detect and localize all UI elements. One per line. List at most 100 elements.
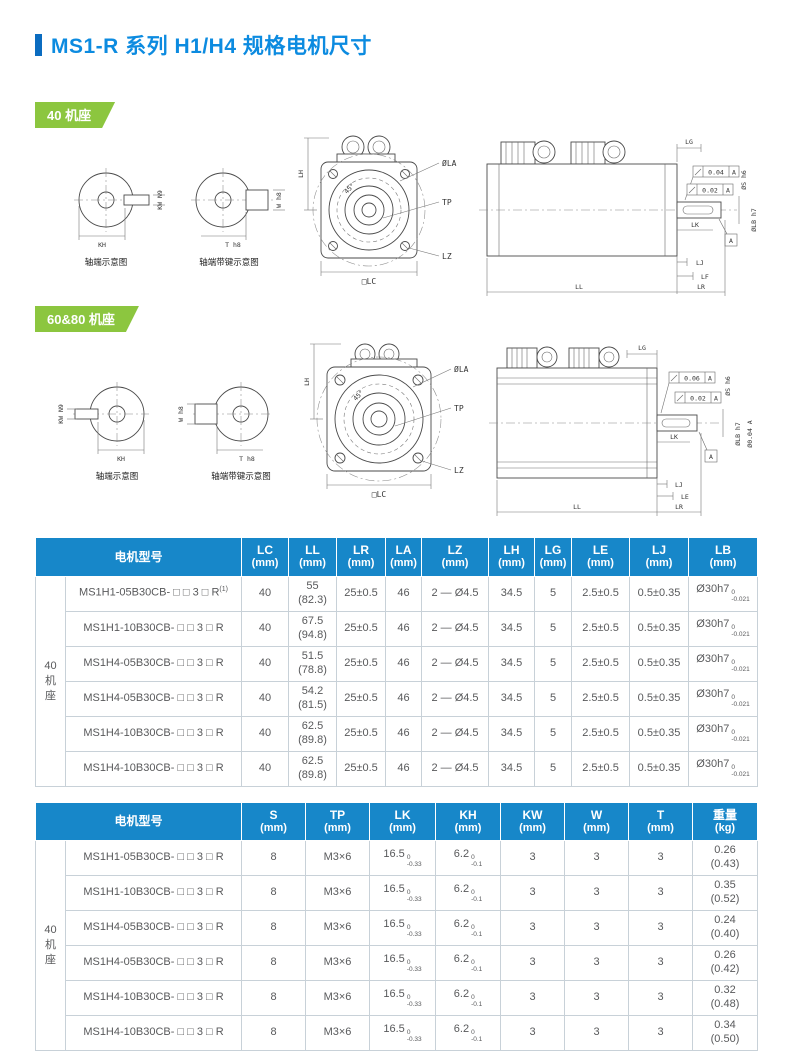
value-cell-LL: 54.2 (81.5): [288, 680, 338, 717]
side-view-40: LG 0.04 A 0.02 A: [479, 138, 757, 296]
column-header-LC: LC(mm): [241, 537, 290, 577]
value-cell-LE: 2.5±0.5: [571, 610, 631, 647]
value-cell-LA: 46: [385, 715, 423, 752]
model-cell: MS1H1-05B30CB- □ □ 3 □ R: [64, 840, 243, 877]
value-cell-LG: 5: [534, 610, 573, 647]
tolerance-stack: 0-0.021: [731, 764, 750, 779]
model-cell: MS1H4-10B30CB- □ □ 3 □ R: [64, 715, 243, 752]
svg-text:0.06: 0.06: [684, 375, 700, 383]
value-cell-LG: 5: [534, 645, 573, 682]
dim-label-t-2: T h8: [239, 455, 255, 463]
value-cell-重量: 0.26 (0.42): [692, 945, 759, 982]
value-cell-T: 3: [628, 980, 694, 1017]
shaft-key-caption: 轴端带键示意图: [199, 257, 259, 268]
value-cell-LG: 5: [534, 715, 573, 752]
value-cell-重量: 0.32 (0.48): [692, 980, 759, 1017]
column-header-LA: LA(mm): [385, 537, 423, 577]
dim-label-tp: TP: [442, 198, 452, 207]
svg-text:A: A: [709, 453, 713, 461]
tolerance-box-002-2: 0.02 A: [674, 391, 722, 404]
column-header-S: S(mm): [241, 801, 307, 842]
column-header-LH: LH(mm): [488, 537, 536, 577]
value-cell-LR: 25±0.5: [336, 610, 387, 647]
value-cell-LA: 46: [385, 645, 423, 682]
tolerance-stack: 0-0.33: [406, 958, 422, 973]
value-cell-LH: 34.5: [488, 575, 536, 612]
value-cell-W: 3: [564, 875, 630, 912]
dim-label-t: T h8: [225, 241, 241, 249]
dim-label-la: ØLA: [442, 158, 457, 168]
dim-label-lc-2: □LC: [372, 490, 387, 499]
tolerance-stack: 0-0.1: [471, 888, 483, 903]
drawings-6080-frame: KW N9 KH 轴端示意图 W h8 T h8 轴端带键示意: [35, 336, 757, 522]
dim-label-w: W h8: [275, 192, 283, 208]
value-cell-重量: 0.34 (0.50): [692, 1015, 759, 1052]
value-cell-LC: 40: [241, 575, 290, 612]
value-cell-KW: 3: [500, 945, 566, 982]
tolerance-stack: 0-0.33: [406, 888, 422, 903]
value-cell-LJ: 0.5±0.35: [629, 715, 690, 752]
value-cell-LG: 5: [534, 750, 573, 787]
shaft-key-view-6080: W h8 T h8 轴端带键示意图: [177, 382, 273, 482]
dim-label-kw-2: KW N9: [57, 404, 65, 424]
section-badge-40: 40 机座: [35, 102, 115, 128]
value-cell-重量: 0.35 (0.52): [692, 875, 759, 912]
value-cell-KW: 3: [500, 840, 566, 877]
tolerance-stack: 0-0.33: [406, 1028, 422, 1043]
dim-label-lb: ØLB h7: [750, 208, 757, 232]
value-cell-LL: 62.5 (89.8): [288, 715, 338, 752]
model-cell: MS1H4-05B30CB- □ □ 3 □ R: [64, 945, 243, 982]
model-cell: MS1H4-05B30CB- □ □ 3 □ R: [64, 680, 243, 717]
value-cell-TP: M3×6: [305, 980, 371, 1017]
value-cell-LG: 5: [534, 575, 573, 612]
dim-label-kw: KW N9: [156, 190, 164, 210]
value-cell-LC: 40: [241, 645, 290, 682]
value-cell-LA: 46: [385, 750, 423, 787]
shaft-end-view-40: KW N9 KH 轴端示意图: [74, 168, 165, 268]
page-title: MS1-R 系列 H1/H4 规格电机尺寸: [51, 35, 372, 58]
dim-label-lr-2: LR: [675, 503, 683, 511]
tolerance-stack: 0-0.021: [731, 624, 750, 639]
value-cell-S: 8: [241, 980, 307, 1017]
svg-text:A: A: [729, 237, 733, 245]
shaft-key-caption-2: 轴端带键示意图: [211, 471, 271, 482]
value-cell-LJ: 0.5±0.35: [629, 610, 690, 647]
value-cell-LE: 2.5±0.5: [571, 680, 631, 717]
value-cell-LC: 40: [241, 715, 290, 752]
svg-text:0.04: 0.04: [708, 169, 724, 177]
value-cell-TP: M3×6: [305, 875, 371, 912]
value-cell-LZ: 2 — Ø4.5: [421, 680, 490, 717]
value-cell-KW: 3: [500, 875, 566, 912]
tolerance-d004: Ø0.04 A: [746, 420, 754, 447]
tolerance-box-002: 0.02 A: [686, 183, 734, 196]
value-cell-S: 8: [241, 910, 307, 947]
datum-a-box-2: A: [698, 431, 718, 463]
column-header-LE: LE(mm): [571, 537, 631, 577]
value-cell-LH: 34.5: [488, 645, 536, 682]
value-cell-W: 3: [564, 980, 630, 1017]
shaft-key-view-40: W h8 T h8 轴端带键示意图: [191, 168, 285, 268]
value-cell-LC: 40: [241, 610, 290, 647]
section-badge-6080: 60&80 机座: [35, 306, 139, 332]
value-cell-重量: 0.26 (0.43): [692, 840, 759, 877]
